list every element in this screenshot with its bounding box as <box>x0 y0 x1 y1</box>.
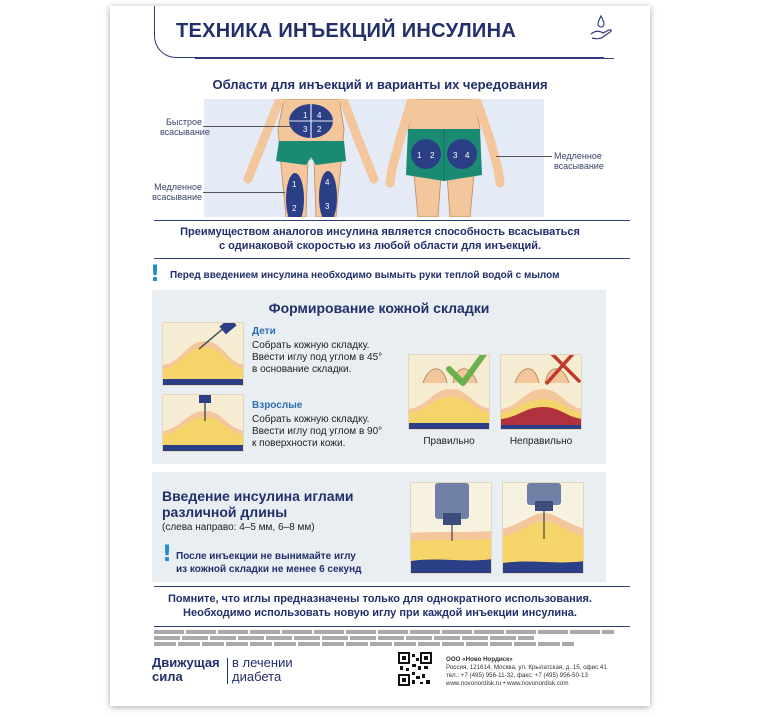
injection-areas-heading: Области для инъекций и варианты их черед… <box>212 77 548 92</box>
zone-num: 2 <box>317 125 322 134</box>
leader-line <box>496 156 552 157</box>
children-heading: Дети <box>252 326 276 337</box>
title-frame <box>154 6 614 59</box>
skinfold-panel: Формирование кожной складки Дети Собрать… <box>152 290 606 464</box>
bodies-drawing <box>243 99 505 217</box>
skinfold-title: Формирование кожной складки <box>268 300 490 316</box>
incorrect-caption: Неправильно <box>509 436 573 447</box>
exclamation-icon: ! <box>150 262 161 287</box>
incorrect-fold-image <box>500 354 582 430</box>
after-injection-text: После инъекции не вынимайте иглу из кожн… <box>176 551 362 575</box>
zone-num: 3 <box>453 151 458 160</box>
qr-code-icon <box>398 652 432 686</box>
cross-icon <box>545 355 581 385</box>
adults-fold-image <box>162 394 244 452</box>
injection-areas-illustration: 1 4 3 2 1 2 4 3 1 2 3 4 <box>204 99 544 217</box>
page-title: ТЕХНИКА ИНЪЕКЦИЙ ИНСУЛИНА <box>176 20 517 42</box>
zone-num: 1 <box>303 111 308 120</box>
zone-num: 4 <box>465 151 470 160</box>
correct-fold-image <box>408 354 490 430</box>
zone-num: 4 <box>325 178 330 187</box>
zone-num: 4 <box>317 111 322 120</box>
divider <box>154 626 630 627</box>
needle-long-image <box>502 482 584 574</box>
brand-slogan-right: в лечении диабета <box>232 655 293 684</box>
children-text: Собрать кожную складку. Ввести иглу под … <box>252 340 383 375</box>
correct-caption: Правильно <box>423 436 475 447</box>
adults-heading: Взрослые <box>252 400 303 411</box>
exclamation-icon: ! <box>162 542 173 567</box>
advantage-text: Преимуществом аналогов инсулина является… <box>180 226 580 252</box>
leader-line <box>203 126 293 127</box>
zone-num: 2 <box>292 204 297 213</box>
brand-separator <box>227 658 228 684</box>
check-icon <box>446 355 487 386</box>
adults-text: Собрать кожную складку. Ввести иглу под … <box>252 414 383 449</box>
zone-num: 1 <box>417 151 422 160</box>
needles-subtitle: (слева направо: 4–5 мм, 6–8 мм) <box>162 522 315 533</box>
fine-print-line <box>154 642 574 646</box>
zone-num: 3 <box>303 125 308 134</box>
children-fold-image <box>162 322 244 386</box>
zone-num: 1 <box>292 180 297 189</box>
fine-print-line <box>154 636 534 640</box>
zone-num: 2 <box>430 151 435 160</box>
needles-title: Введение инсулина иглами различной длины <box>162 488 354 520</box>
divider <box>154 220 630 221</box>
needle-short-image <box>410 482 492 574</box>
divider <box>154 258 630 259</box>
wash-hands-text: Перед введением инсулина необходимо вымы… <box>170 270 560 281</box>
brand-slogan-left: Движущая сила <box>152 655 220 684</box>
leader-line <box>203 192 285 193</box>
divider <box>154 586 630 587</box>
single-use-reminder: Помните, что иглы предназначены только д… <box>168 593 592 619</box>
company-info: ООО «Ново Нордиск» Россия, 121614, Москв… <box>446 656 607 687</box>
zone-numbers: 1 4 3 2 1 2 4 3 1 2 3 4 <box>292 111 470 213</box>
fine-print-line <box>154 630 614 634</box>
hand-drop-icon <box>590 14 612 40</box>
zone-num: 3 <box>325 202 330 211</box>
poster-sheet: ТЕХНИКА ИНЪЕКЦИЙ ИНСУЛИНА Области для ин… <box>110 6 650 706</box>
